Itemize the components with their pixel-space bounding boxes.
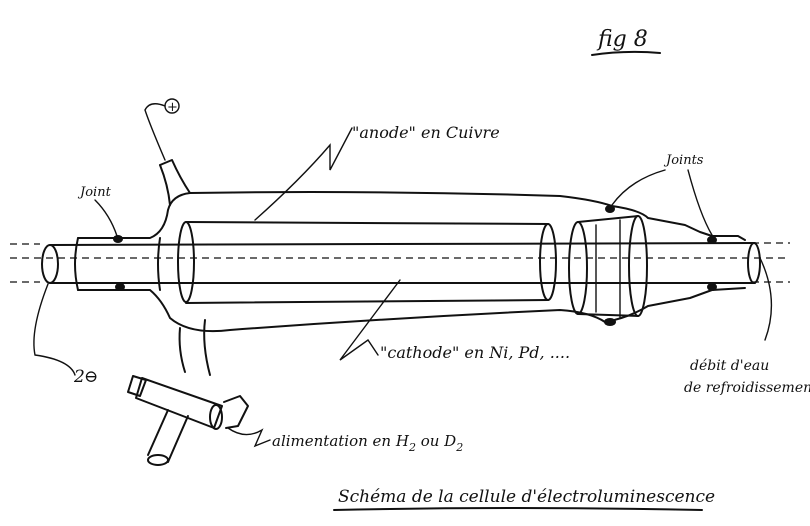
figure-caption: Schéma de la cellule d'électroluminescen… xyxy=(338,487,715,507)
anode-top-edge xyxy=(185,221,549,225)
cathode-tube-top-edge xyxy=(49,242,756,246)
feed-tube-lower xyxy=(147,409,189,463)
cooling-section-top-edge xyxy=(577,215,639,223)
negative-terminal-sign: ⊖ xyxy=(84,367,98,387)
cathode-tube-right-end xyxy=(747,242,761,284)
leader-joint-right-bottom xyxy=(687,169,713,236)
joint-right-top xyxy=(605,205,615,213)
positive-lead-wire xyxy=(144,103,166,161)
cathode-tube-left-end xyxy=(41,244,59,284)
gas-feed xyxy=(127,319,249,466)
negative-terminal-prefix: 2 xyxy=(73,367,85,387)
cooling-section-bottom-edge xyxy=(577,313,639,317)
cathode-tube xyxy=(41,242,761,284)
leader-cathode xyxy=(339,279,401,361)
label-anode: "anode" en Cuivre xyxy=(352,123,500,142)
leader-joint-right-top xyxy=(611,169,666,206)
joint-far-right-bottom xyxy=(707,283,717,291)
negative-lead: 2 ⊖ xyxy=(33,283,98,387)
cooling-section-left-end xyxy=(568,221,588,315)
feed-tube-upper xyxy=(203,319,211,376)
joint-right-bottom xyxy=(604,318,616,326)
leader-feed xyxy=(227,427,271,448)
negative-lead-wire xyxy=(33,283,76,376)
joints xyxy=(113,205,717,326)
joint-far-right-top xyxy=(707,236,717,244)
positive-lead: + xyxy=(144,98,191,206)
anode-right-end xyxy=(539,223,557,301)
label-cooling-line1: débit d'eau xyxy=(690,358,769,374)
cooling-section-right-end xyxy=(628,215,648,317)
left-seal-ring xyxy=(157,237,161,291)
leader-joint-left xyxy=(94,199,118,237)
leader-cooling xyxy=(759,257,773,341)
leader-anode xyxy=(254,127,353,221)
label-cooling-line2: de refroidissement xyxy=(684,380,810,396)
positive-terminal-tab-inner xyxy=(159,164,171,206)
label-joint-left: Joint xyxy=(77,185,112,200)
joint-left-bottom xyxy=(115,283,125,291)
feed-tube-upper-inner xyxy=(178,327,186,373)
figure-label-text: fig 8 xyxy=(596,27,648,52)
valve-body xyxy=(135,377,223,429)
valve-body-end xyxy=(209,404,223,430)
joint-left-top xyxy=(113,235,123,243)
positive-terminal-circle xyxy=(164,98,180,114)
anode-bottom-edge xyxy=(185,299,549,304)
feed-tube-lower-end xyxy=(147,454,169,466)
anode-left-end xyxy=(177,221,195,303)
label-cathode: "cathode" en Ni, Pd, .... xyxy=(380,343,570,362)
valve-handle xyxy=(223,395,249,429)
figure-label: fig 8 xyxy=(591,27,661,56)
glass-envelope-left-end xyxy=(74,237,79,291)
positive-terminal-tab xyxy=(159,159,191,194)
positive-terminal-sign: + xyxy=(167,100,178,115)
valve-cap xyxy=(127,375,147,397)
anode-cylinder xyxy=(177,221,557,304)
label-gas-feed: alimentation en H2 ou D2 xyxy=(272,432,463,454)
label-joints-right: Joints xyxy=(663,153,704,168)
cooling-section xyxy=(568,215,648,319)
glass-envelope-top xyxy=(77,191,746,241)
glass-envelope xyxy=(74,191,746,333)
figure-label-underline xyxy=(591,50,661,56)
cooling-section-inner-lines xyxy=(595,219,621,319)
figure-caption-underline xyxy=(333,507,703,511)
